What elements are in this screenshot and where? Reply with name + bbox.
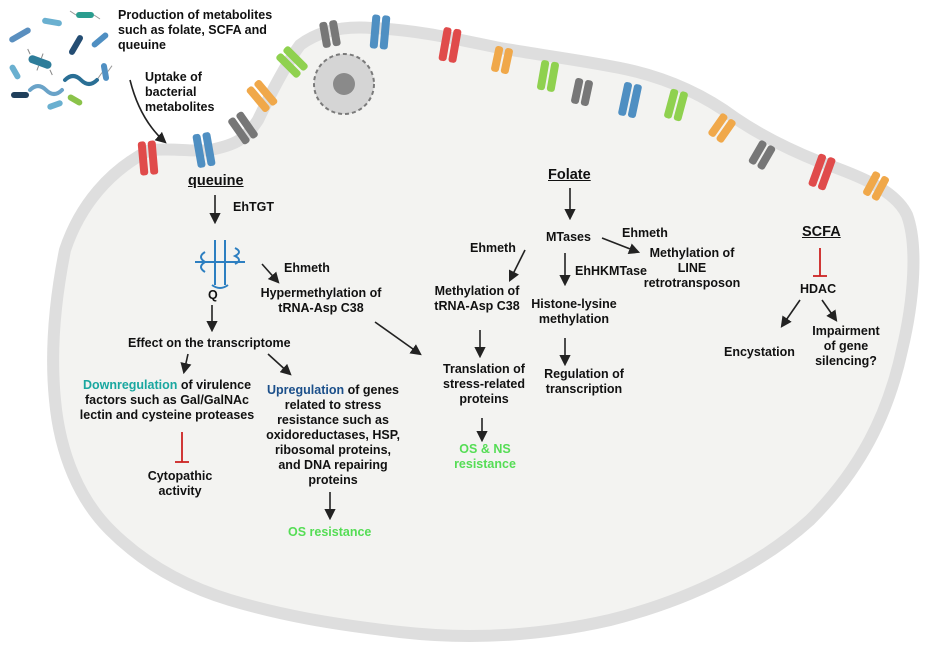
- channel-icon: [137, 140, 159, 176]
- hdac-label: HDAC: [800, 282, 837, 296]
- q-label: Q: [208, 288, 218, 302]
- upregulation-word: Upregulation: [267, 383, 345, 397]
- ehmeth-folate-left-label: Ehmeth: [470, 241, 516, 255]
- channel-icon: [228, 111, 258, 145]
- channel-icon: [438, 27, 462, 63]
- scfa-title: SCFA: [802, 224, 841, 240]
- downregulation-word: Downregulation: [82, 378, 178, 392]
- ehhkmtase-label: EhHKMTase: [575, 264, 648, 278]
- impairment-label: Impairment of gene silencing?: [812, 324, 880, 368]
- histone-methylation-label: Histone-lysine methylation: [531, 297, 617, 326]
- mtases-label: MTases: [546, 230, 591, 244]
- production-label: Production of metabolites such as folate…: [118, 8, 273, 52]
- os-ns-resistance-label: OS & NS resistance: [454, 442, 516, 471]
- channel-icon: [369, 14, 391, 50]
- channel-icon: [491, 45, 513, 75]
- translation-label: Translation of stress-related proteins: [443, 362, 525, 406]
- channel-icon: [863, 171, 889, 201]
- encystation-label: Encystation: [724, 345, 795, 359]
- uptake-arrow: [129, 79, 167, 144]
- channel-icon: [618, 82, 642, 118]
- scfa-arrows: [780, 299, 838, 328]
- channel-icon: [276, 46, 308, 78]
- queuine-arrows: [180, 195, 422, 521]
- line-methylation-label: Methylation of LINE retrotransposon: [643, 246, 741, 290]
- transcriptome-effect-label: Effect on the transcriptome: [128, 336, 291, 350]
- trna-icon: [195, 240, 245, 289]
- channel-icon: [319, 20, 341, 48]
- cell-membrane: [47, 21, 920, 642]
- membrane-channels: [137, 14, 889, 201]
- inhibit-cytopathic: [175, 432, 189, 463]
- upregulation-text: Upregulation of genes related to stress …: [262, 383, 404, 488]
- trna-methylation-label: Methylation of tRNA-Asp C38: [434, 284, 520, 313]
- channel-icon: [664, 88, 688, 122]
- os-resistance-label: OS resistance: [288, 525, 372, 539]
- channel-icon: [808, 153, 836, 191]
- upregulation-rest: of genes related to stress resistance su…: [266, 383, 400, 487]
- bacteria-icon: [9, 10, 113, 110]
- channel-icon: [246, 79, 278, 113]
- nucleus-icon: [313, 53, 375, 115]
- cytopathic-label: Cytopathic activity: [147, 469, 213, 498]
- downregulation-rest: of virulence factors such as Gal/GalNAc …: [79, 378, 255, 422]
- channel-icon: [192, 132, 216, 168]
- channel-icon: [537, 60, 559, 92]
- regulation-label: Regulation of transcription: [544, 367, 624, 396]
- channel-icon: [571, 77, 593, 107]
- folate-title: Folate: [548, 167, 591, 183]
- ehtgt-label: EhTGT: [233, 200, 274, 214]
- inhibit-hdac: [813, 248, 827, 277]
- queuine-title: queuine: [188, 173, 244, 189]
- ehmeth-queuine-label: Ehmeth: [284, 261, 330, 275]
- uptake-label: Uptake of bacterial metabolites: [145, 70, 215, 114]
- channel-icon: [748, 140, 776, 170]
- ehmeth-folate-right-label: Ehmeth: [622, 226, 668, 240]
- hypermethylation-label: Hypermethylation of tRNA-Asp C38: [260, 286, 382, 315]
- channel-icon: [708, 113, 736, 143]
- downregulation-text: Downregulation of virulence factors such…: [76, 378, 258, 423]
- folate-arrows: [474, 188, 641, 443]
